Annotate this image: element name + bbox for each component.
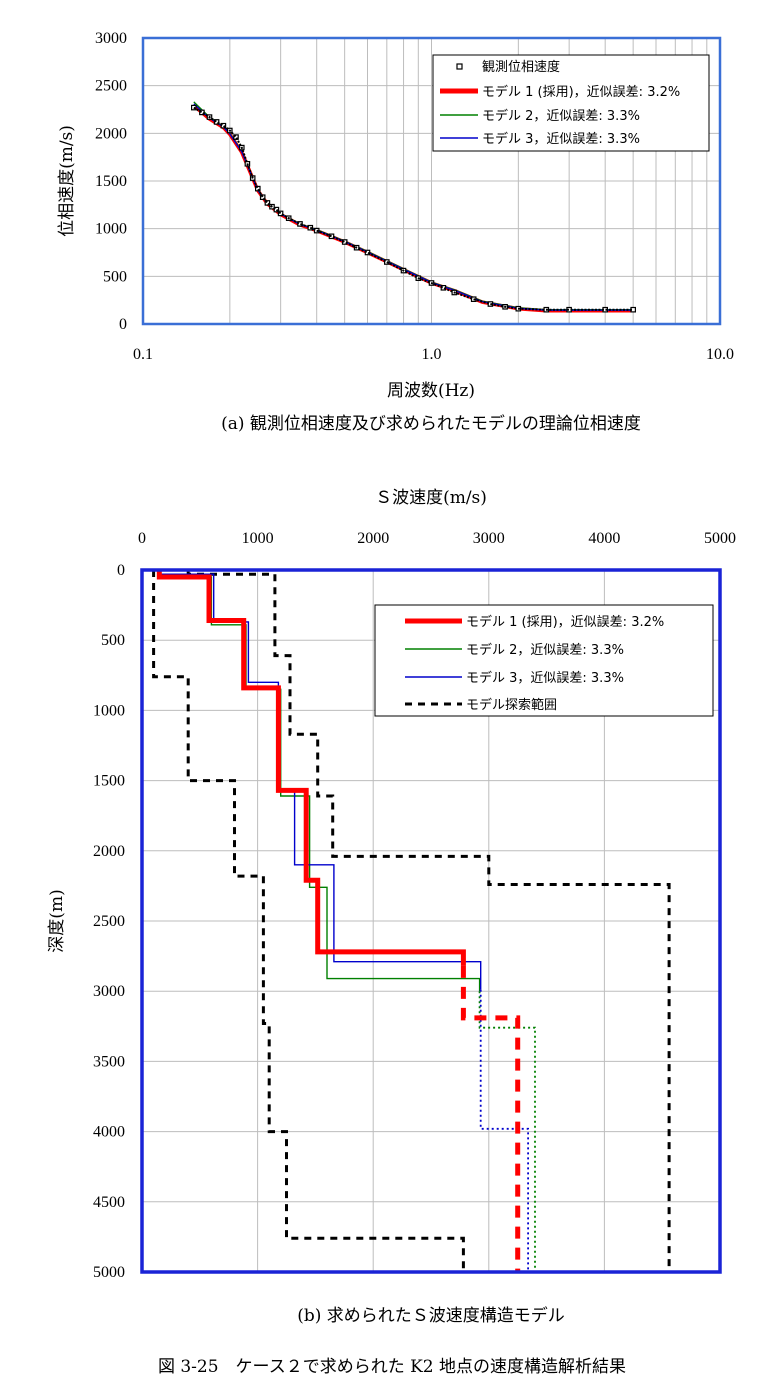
data-point — [199, 109, 205, 116]
chart-a-x-tick-labels: 0.1 1.0 10.0 — [133, 346, 734, 363]
x-tick-label: 3000 — [473, 530, 505, 547]
data-point — [213, 119, 220, 125]
y-tick-label: 2000 — [93, 843, 125, 860]
legend-a-model1-label: モデル 1 (採用)，近似誤差: 3.2% — [482, 84, 680, 100]
legend-a-obs-marker — [456, 63, 463, 70]
legend-b-model1-label: モデル 1 (採用)，近似誤差: 3.2% — [466, 614, 664, 630]
y-tick-label: 1000 — [95, 221, 127, 238]
chart-b-caption: (b) 求められたＳ波速度構造モデル — [297, 1305, 565, 1326]
y-tick-label: 1000 — [93, 702, 125, 719]
chart-b: Ｓ波速度(m/s) 0 1000 2000 3000 4000 5000 0 500 1000… — [47, 488, 736, 1326]
legend-b-model2-label: モデル 2，近似誤差: 3.3% — [466, 642, 624, 658]
x-tick-label: 1.0 — [422, 346, 442, 363]
chart-a-legend: 観測位相速度 モデル 1 (採用)，近似誤差: 3.2% モデル 2，近似誤差:… — [432, 54, 710, 152]
chart-b-series-line — [460, 965, 521, 1272]
chart-b-x-tick-labels: 0 1000 2000 3000 4000 5000 — [138, 530, 736, 547]
chart-b-y-axis-label: 深度(m) — [47, 889, 67, 952]
data-point — [259, 194, 266, 201]
chart-b-legend: モデル 1 (採用)，近似誤差: 3.2% モデル 2，近似誤差: 3.3% モ… — [374, 604, 714, 717]
chart-a-legend-box — [432, 54, 710, 152]
y-tick-label: 2500 — [95, 78, 127, 95]
chart-a-observed-trail — [193, 106, 634, 311]
chart-a-caption: (a) 観測位相速度及び求められたモデルの理論位相速度 — [221, 413, 641, 434]
legend-b-range-label: モデル探索範囲 — [466, 697, 557, 713]
chart-a: 0 500 1000 1500 2000 2500 3000 0.1 1.0 10.0 周波数(… — [57, 30, 734, 434]
x-tick-label: 0.1 — [133, 346, 153, 363]
x-tick-label: 1000 — [242, 530, 274, 547]
data-point — [277, 210, 284, 217]
y-tick-label: 500 — [103, 268, 127, 285]
chart-a-observed-points — [191, 104, 637, 313]
legend-a-obs-label: 観測位相速度 — [482, 59, 560, 75]
y-tick-label: 2000 — [95, 125, 127, 142]
data-point — [264, 200, 271, 206]
chart-b-series-line — [479, 989, 529, 1272]
chart-b-series-line — [156, 570, 466, 966]
y-tick-label: 5000 — [93, 1264, 125, 1281]
y-tick-label: 4500 — [93, 1194, 125, 1211]
y-tick-label: 3000 — [93, 983, 125, 1000]
chart-a-y-tick-labels: 0 500 1000 1500 2000 2500 3000 — [95, 30, 127, 333]
x-tick-label: 5000 — [704, 530, 736, 547]
chart-a-plot-frame — [141, 36, 722, 326]
y-tick-label: 2500 — [93, 913, 125, 930]
y-tick-label: 1500 — [93, 773, 125, 790]
y-tick-label: 4000 — [93, 1124, 125, 1141]
data-point — [233, 134, 239, 140]
chart-a-series — [191, 101, 637, 313]
x-tick-label: 2000 — [357, 530, 389, 547]
legend-a-model3-label: モデル 3，近似誤差: 3.3% — [482, 131, 640, 147]
legend-b-model3-label: モデル 3，近似誤差: 3.3% — [466, 670, 624, 686]
y-tick-label: 0 — [119, 316, 127, 333]
data-point — [273, 206, 280, 213]
y-tick-label: 500 — [101, 632, 125, 649]
chart-a-y-axis-label: 位相速度(m/s) — [57, 125, 77, 237]
x-tick-label: 4000 — [588, 530, 620, 547]
x-tick-label: 10.0 — [706, 346, 734, 363]
data-point — [220, 122, 227, 129]
figure-caption: 図 3-25 ケース２で求められた K2 地点の速度構造解析結果 — [158, 1357, 626, 1377]
chart-b-y-tick-labels: 0 500 1000 1500 2000 2500 3000 3500 4000 4500 5000 — [93, 562, 125, 1281]
chart-a-x-axis-label: 周波数(Hz) — [387, 381, 475, 401]
chart-b-series-line — [186, 570, 671, 1272]
y-tick-label: 1500 — [95, 173, 127, 190]
legend-a-model2-label: モデル 2，近似誤差: 3.3% — [482, 108, 640, 124]
y-tick-label: 3500 — [93, 1053, 125, 1070]
chart-b-series-line — [152, 570, 465, 1272]
y-tick-label: 0 — [117, 562, 125, 579]
y-tick-label: 3000 — [95, 30, 127, 47]
chart-b-x-axis-label: Ｓ波速度(m/s) — [375, 488, 487, 508]
x-tick-label: 0 — [138, 530, 146, 547]
chart-b-plot-frame — [140, 568, 722, 1274]
chart-b-series — [152, 570, 671, 1272]
